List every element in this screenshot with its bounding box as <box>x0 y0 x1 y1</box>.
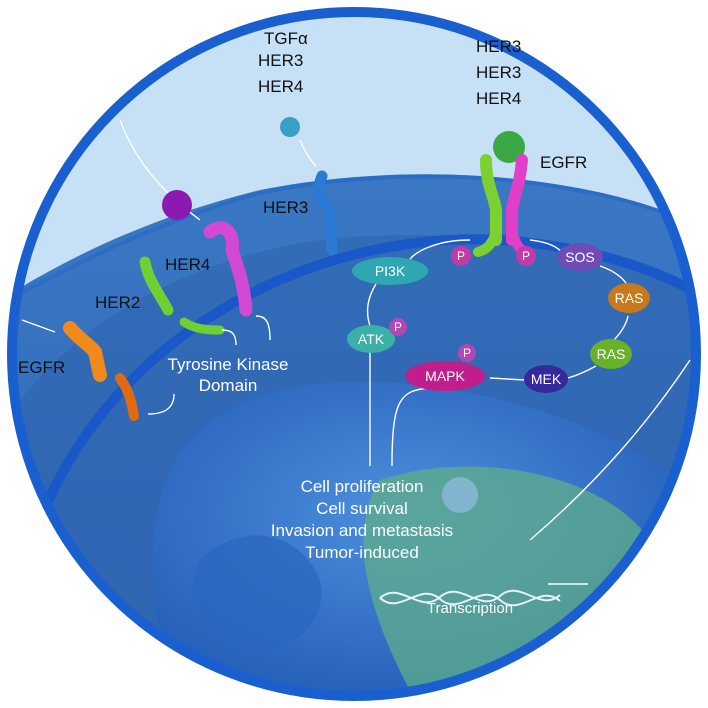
ligand-arrow-tgfa <box>299 139 317 167</box>
phospho-label-mapk: P <box>463 346 471 360</box>
node-mek <box>524 365 568 393</box>
phospho-badge-2 <box>516 246 536 266</box>
ligand-label-her3-right: HER3 <box>476 63 521 82</box>
ras2-label: RAS <box>597 346 626 362</box>
transcription-label: Transcription <box>427 600 513 617</box>
phospho-label-1: P <box>457 249 465 263</box>
mapk-label: MAPK <box>425 368 465 384</box>
phospho-badge-mapk <box>458 344 476 362</box>
her3-label: HER3 <box>263 198 308 217</box>
outcome-tumor-induced: Tumor-induced <box>305 543 419 562</box>
her2-label: HER2 <box>95 293 140 312</box>
her4-label: HER4 <box>165 255 210 274</box>
arrow-mapk-outcome <box>391 387 431 467</box>
ligand-label-tgfa: TGFα <box>264 29 308 48</box>
receptor-her3 <box>313 170 338 256</box>
ligand-sphere-green <box>493 131 525 163</box>
receptor-egfr-left <box>63 321 139 421</box>
tk-label-line1: Tyrosine Kinase <box>168 355 289 374</box>
ligand-sphere-purple <box>162 190 192 220</box>
receptor-her2 <box>139 256 225 335</box>
tk-arrow-3 <box>147 393 175 415</box>
node-ras1 <box>608 283 650 313</box>
egfr-left-label: EGFR <box>18 358 65 377</box>
vesicle <box>192 535 322 652</box>
egfr-left-arrow <box>21 319 56 333</box>
receptor-her4 <box>203 221 253 317</box>
tk-arrow-2 <box>255 315 271 341</box>
mek-label: MEK <box>531 371 562 387</box>
node-pi3k <box>352 257 428 285</box>
tk-label-line2: Domain <box>199 376 258 395</box>
ligand-label-her3-left: HER3 <box>258 51 303 70</box>
node-ras2 <box>590 339 632 369</box>
lens-border <box>7 7 701 701</box>
node-sos <box>557 243 603 271</box>
ligand-label-her4-right: HER4 <box>476 89 521 108</box>
phospho-label-atk: P <box>394 320 402 334</box>
sos-label: SOS <box>565 249 595 265</box>
dna-helix <box>379 589 561 607</box>
transcription-pointer-line <box>529 359 691 541</box>
phospho-badge-1 <box>451 246 471 266</box>
arrow-ras2-mek <box>567 365 597 379</box>
outcome-cell-survival: Cell survival <box>316 499 408 518</box>
ras1-label: RAS <box>615 290 644 306</box>
ligand-label-her4-left: HER4 <box>258 77 303 96</box>
tk-arrow-1 <box>221 329 237 346</box>
ligand-label-her-top-right: HER3 <box>476 37 521 56</box>
chromatin-dot-cluster <box>442 477 478 513</box>
arrow-mek-mapk <box>489 377 526 381</box>
atk-label: ATK <box>358 331 385 347</box>
outcome-invasion-metastasis: Invasion and metastasis <box>271 521 453 540</box>
arrow-egfr-pi3k <box>407 239 471 263</box>
arrow-pi3k-atk <box>366 283 377 327</box>
cell-membrane <box>16 174 692 307</box>
phospho-badge-atk <box>389 318 407 336</box>
node-atk <box>347 325 395 353</box>
receptor-egfr-top <box>473 154 531 257</box>
egfr-top-label: EGFR <box>540 153 587 172</box>
ligand-sphere-blue <box>280 117 300 137</box>
outcome-cell-proliferation: Cell proliferation <box>301 477 424 496</box>
node-mapk <box>405 361 485 391</box>
pi3k-label: PI3K <box>375 263 406 279</box>
phospho-label-2: P <box>522 249 530 263</box>
